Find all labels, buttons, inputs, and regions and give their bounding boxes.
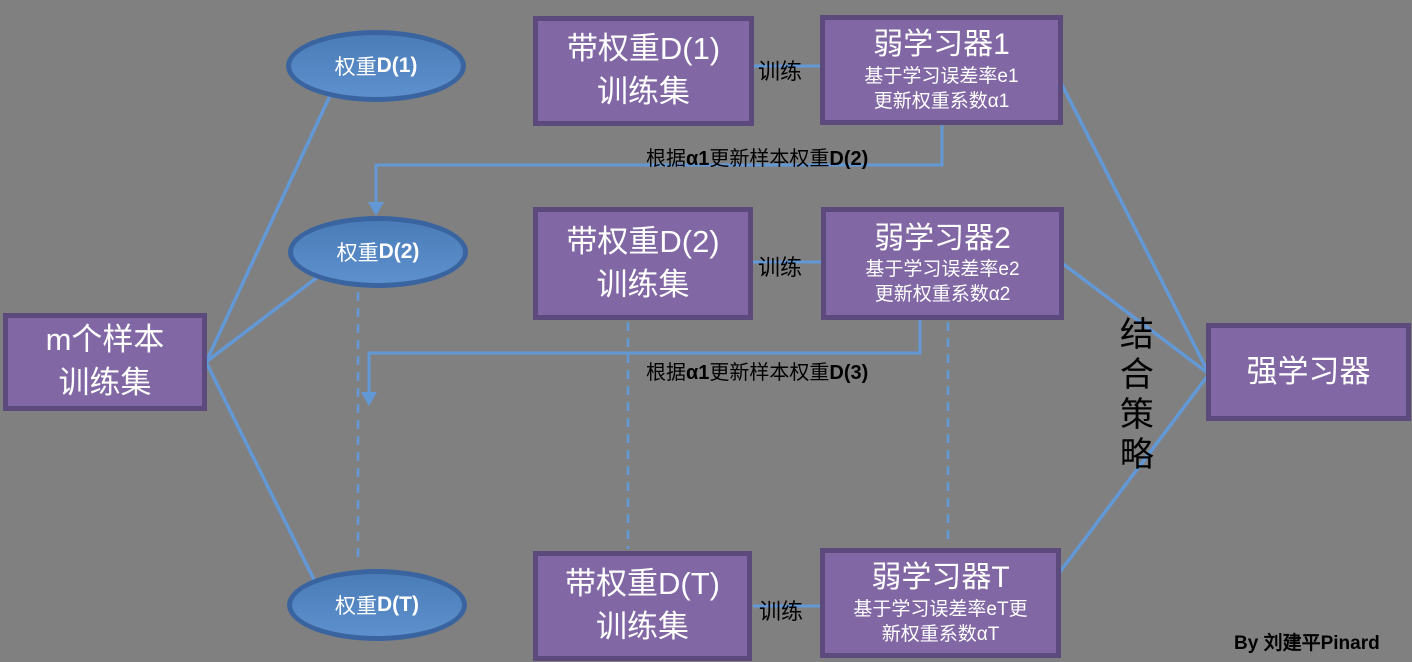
- weak-learner-2-sub2: 更新权重系数α2: [874, 284, 1011, 306]
- trainset-2-line1: 带权重D(2): [566, 223, 720, 259]
- wire-weakT-to-strong: [1048, 372, 1211, 587]
- train-arrow-label-t: 训练: [758, 599, 803, 624]
- update-d3-mid: 更新样本权重: [709, 362, 830, 384]
- update-d3-alpha: α1: [686, 362, 710, 384]
- update-weight-label-d3: 根据α1更新样本权重D(3): [646, 356, 868, 385]
- weak-learner-t-sub1: 基于学习误差率eT更: [853, 598, 1028, 620]
- train-arrow-label-2: 训练: [757, 255, 802, 280]
- trainset-t-line2: 训练集: [596, 609, 689, 644]
- weight-d1-text: 权重: [334, 56, 377, 79]
- weight-dt-id: D(T): [377, 593, 419, 616]
- update-d3-pre: 根据: [646, 362, 686, 384]
- trainset-1-line1: 带权重D(1): [566, 31, 721, 67]
- wire-update-d2-elbow: [374, 122, 944, 202]
- weight-d2-id: D(2): [378, 240, 420, 263]
- weak-learner-t-title: 弱学习器T: [871, 561, 1010, 595]
- wire-source-to-d1: [204, 84, 337, 363]
- update-d2-pre: 根据: [646, 148, 686, 170]
- weight-dt-text: 权重: [335, 595, 377, 618]
- wire-weak2-to-strong: [1052, 255, 1211, 376]
- trainset-t-line1: 带权重D(T): [565, 566, 720, 602]
- wire-weak1-to-strong: [1051, 66, 1211, 375]
- weak-learner-box-1: 弱学习器1 基于学习误差率e1 更新权重系数α1: [820, 15, 1063, 125]
- wire-source-to-dt: [204, 361, 332, 613]
- arrowhead-d2: [368, 202, 384, 216]
- weak-learner-2-title: 弱学习器2: [874, 221, 1011, 255]
- update-d3-target: D(3): [829, 362, 869, 384]
- strong-learner-box: 强学习器: [1206, 323, 1411, 421]
- trainset-1-line2: 训练集: [597, 74, 690, 109]
- update-d2-target: D(2): [829, 148, 869, 170]
- strong-learner-label: 强学习器: [1246, 353, 1371, 389]
- wire-update-d3-elbow: [367, 316, 922, 392]
- training-set-source-box: m个样本 训练集: [3, 313, 207, 411]
- wire-group: [204, 64, 1211, 613]
- weight-d2-text: 权重: [336, 242, 379, 265]
- update-d2-alpha: α1: [686, 148, 710, 170]
- update-weight-label-d2: 根据α1更新样本权重D(2): [646, 142, 868, 171]
- weak-learner-1-sub2: 更新权重系数α1: [873, 90, 1010, 112]
- weighted-trainset-box-2: 带权重D(2) 训练集: [533, 207, 753, 320]
- update-d2-mid: 更新样本权重: [709, 148, 830, 170]
- source-box-line2: 训练集: [58, 365, 152, 400]
- train-arrow-label-1: 训练: [757, 59, 802, 84]
- source-box-line1: m个样本: [45, 322, 165, 358]
- weak-learner-2-sub1: 基于学习误差率e2: [865, 259, 1020, 281]
- weak-learner-box-2: 弱学习器2 基于学习误差率e2 更新权重系数α2: [821, 207, 1064, 320]
- weak-learner-t-sub2: 新权重系数αT: [881, 623, 1000, 645]
- weighted-trainset-box-1: 带权重D(1) 训练集: [533, 16, 754, 126]
- arrowhead-d3: [361, 392, 377, 406]
- trainset-2-line2: 训练集: [596, 266, 690, 302]
- author-credit: By 刘建平Pinard: [1234, 633, 1380, 654]
- weight-d1-id: D(1): [376, 54, 418, 77]
- combine-strategy-label: 结合策略: [1114, 316, 1153, 476]
- weak-learner-box-t: 弱学习器T 基于学习误差率eT更 新权重系数αT: [820, 548, 1061, 658]
- weighted-trainset-box-t: 带权重D(T) 训练集: [533, 551, 752, 661]
- weak-learner-1-sub1: 基于学习误差率e1: [864, 65, 1019, 87]
- weak-learner-1-title: 弱学习器1: [873, 28, 1010, 62]
